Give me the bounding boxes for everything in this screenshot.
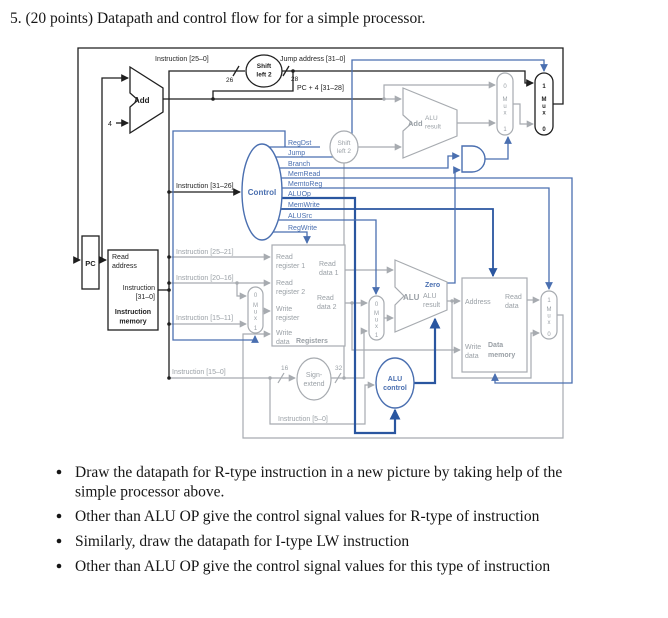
wires-datapath-gray (169, 81, 564, 439)
label-four: 4 (108, 121, 112, 128)
label-width-28: 28 (291, 76, 299, 83)
signal-regdst: RegDst (288, 140, 311, 147)
data-memory-box (461, 277, 528, 373)
label-pc: PC (85, 259, 96, 268)
instruction-memory-box (107, 249, 159, 331)
signal-regwrite: RegWrite (288, 225, 317, 232)
wires-fetch-black (73, 47, 564, 378)
memtoreg-mux (540, 290, 558, 340)
registers-box (271, 244, 346, 347)
regdst-mux-port-1: 1 (254, 326, 258, 332)
bus-width-slashes (232, 65, 342, 384)
branch-add-adder (402, 87, 458, 159)
label-instruction-25-0: Instruction [25–0] (155, 56, 209, 63)
alusrc-mux-port-0: 0 (375, 302, 379, 308)
label-add: Add (134, 96, 150, 105)
signal-branch: Branch (288, 161, 310, 168)
label-width-16: 16 (281, 365, 289, 372)
bullet-item-4: Other than ALU OP give the control signa… (75, 558, 550, 575)
label-control: Control (248, 188, 276, 197)
label-branch-add: Add (408, 119, 423, 128)
wires-control-blue (172, 59, 573, 435)
label-sign-extend: Sign-extend (303, 372, 324, 388)
pc-add-adder (129, 65, 164, 135)
signal-jump: Jump (288, 150, 305, 157)
jump-mux (534, 72, 554, 136)
jump-mux-port-0: 0 (542, 127, 546, 133)
bullet-dot (56, 469, 62, 475)
alusrc-mux (368, 295, 385, 341)
jump-mux-port-1: 1 (542, 84, 546, 90)
label-jump-address: Jump address [31–0] (280, 56, 345, 63)
alu-control-oval (375, 357, 415, 409)
memtoreg-mux-port-1: 1 (547, 298, 551, 304)
question-title: 5. (20 points) Datapath and control flow… (10, 10, 425, 27)
bullet-item-3: Similarly, draw the datapath for I-type … (75, 533, 409, 550)
signal-memread: MemRead (288, 171, 320, 178)
branch-mux (496, 72, 514, 136)
signal-memwrite: MemWrite (288, 202, 320, 209)
label-instruction-5-0: Instruction [5–0] (278, 416, 328, 423)
label-alu: ALU (403, 293, 420, 302)
shift-left-2-branch-oval (329, 130, 359, 164)
label-width-32: 32 (335, 365, 343, 372)
bullet-item-1: Draw the datapath for R-type instruction… (75, 464, 562, 501)
label-instruction-25-21: Instruction [25–21] (176, 249, 234, 256)
label-pc-plus-4: PC + 4 [31–28] (297, 85, 344, 92)
bullet-item-2: Other than ALU OP give the control signa… (75, 508, 540, 525)
bullet-dot (56, 513, 62, 519)
label-instruction-20-16: Instruction [20–16] (176, 275, 234, 282)
label-instruction-15-11: Instruction [15–11] (176, 315, 233, 322)
alusrc-mux-port-1: 1 (375, 333, 379, 339)
bullet-dot (56, 538, 62, 544)
branch-mux-port-1: 1 (503, 127, 507, 133)
sign-extend-oval (296, 357, 332, 401)
label-instruction-31-26: Instruction [31–26] (176, 183, 234, 190)
label-address: Address (465, 299, 491, 306)
main-alu (394, 259, 448, 333)
bullet-list: Draw the datapath for R-type instruction… (56, 464, 562, 575)
memtoreg-mux-port-0: 0 (547, 332, 551, 338)
signal-aluop: ALUOp (288, 191, 311, 198)
label-zero: Zero (425, 282, 440, 289)
regdst-mux (247, 286, 264, 334)
signal-memtoreg: MemtoReg (288, 181, 322, 188)
pc-register-box (81, 235, 100, 290)
label-instruction-31-0: Instruction[31–0] (123, 285, 155, 301)
label-registers: Registers (296, 338, 328, 345)
control-unit-oval (241, 143, 283, 241)
shift-left-2-jump-oval (245, 54, 283, 88)
label-instruction-15-0: Instruction [15–0] (172, 369, 226, 376)
bullet-dot (56, 563, 62, 569)
branch-mux-port-0: 0 (503, 84, 507, 90)
junction-dots (100, 69, 454, 380)
label-width-26: 26 (226, 77, 234, 84)
branch-and-gate (461, 145, 486, 173)
signal-alusrc: ALUSrc (288, 213, 313, 220)
regdst-mux-port-0: 0 (254, 293, 258, 299)
